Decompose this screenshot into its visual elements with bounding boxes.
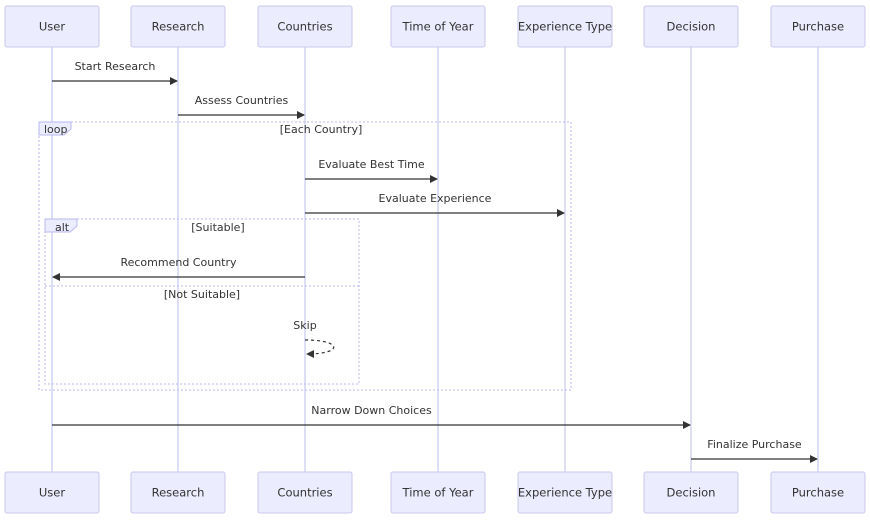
alt-frame-else-condition: [Not Suitable] <box>164 288 240 301</box>
alt-frame-condition: [Suitable] <box>191 221 244 234</box>
actor-box <box>130 5 226 48</box>
actor-box <box>770 5 866 48</box>
actor-label: Purchase <box>792 20 844 34</box>
message-5: Recommend Country <box>52 256 305 281</box>
actor-label: User <box>39 486 65 500</box>
actor-time-bottom: Time of Year <box>390 471 486 514</box>
actor-countries-bottom: Countries <box>257 471 353 514</box>
actor-purchase-top: Purchase <box>770 5 866 48</box>
actor-box <box>4 5 100 48</box>
message-6: Skip <box>293 319 335 358</box>
actor-box <box>643 5 739 48</box>
actor-experience-bottom: Experience Type <box>517 471 613 514</box>
actor-box <box>643 471 739 514</box>
actor-box <box>257 471 353 514</box>
message-label: Start Research <box>75 60 156 73</box>
actor-label: Time of Year <box>402 20 474 34</box>
actor-label: Research <box>152 486 205 500</box>
message-1: Start Research <box>52 60 178 85</box>
actor-box <box>390 5 486 48</box>
actor-box <box>390 471 486 514</box>
message-8: Finalize Purchase <box>691 438 818 463</box>
message-arrow <box>304 339 335 358</box>
actor-experience-top: Experience Type <box>517 5 613 48</box>
actor-label: Decision <box>667 20 716 34</box>
actor-label: Countries <box>277 20 332 34</box>
actor-label: Countries <box>277 486 332 500</box>
actor-box <box>4 471 100 514</box>
message-label: Recommend Country <box>120 256 237 269</box>
message-label: Evaluate Experience <box>379 192 492 205</box>
actor-countries-top: Countries <box>257 5 353 48</box>
message-label: Finalize Purchase <box>707 438 802 451</box>
actor-label: Experience Type <box>518 486 612 500</box>
message-label: Skip <box>293 319 316 332</box>
actor-label: Purchase <box>792 486 844 500</box>
alt-frame-kind: alt <box>55 221 70 234</box>
actor-user-bottom: User <box>4 471 100 514</box>
actor-research-bottom: Research <box>130 471 226 514</box>
actor-box <box>257 5 353 48</box>
actor-decision-top: Decision <box>643 5 739 48</box>
actor-label: Experience Type <box>518 20 612 34</box>
alt-frame: alt [Suitable] [Not Suitable] <box>44 218 360 385</box>
actor-label: Decision <box>667 486 716 500</box>
actor-box <box>517 5 613 48</box>
message-3: Evaluate Best Time <box>305 158 438 183</box>
message-2: Assess Countries <box>178 94 305 119</box>
actor-box <box>517 471 613 514</box>
message-label: Narrow Down Choices <box>311 404 432 417</box>
actor-label: Research <box>152 20 205 34</box>
actor-decision-bottom: Decision <box>643 471 739 514</box>
actor-user-top: User <box>4 5 100 48</box>
loop-frame: loop [Each Country] <box>38 121 572 391</box>
loop-frame-condition: [Each Country] <box>280 123 363 136</box>
actor-research-top: Research <box>130 5 226 48</box>
message-7: Narrow Down Choices <box>52 404 691 429</box>
actor-label: Time of Year <box>402 486 474 500</box>
actor-box <box>130 471 226 514</box>
message-label: Assess Countries <box>195 94 289 107</box>
loop-frame-kind: loop <box>44 123 68 136</box>
actor-purchase-bottom: Purchase <box>770 471 866 514</box>
message-label: Evaluate Best Time <box>318 158 425 171</box>
actor-time-top: Time of Year <box>390 5 486 48</box>
actor-box <box>770 471 866 514</box>
actor-label: User <box>39 20 65 34</box>
message-4: Evaluate Experience <box>305 192 565 217</box>
